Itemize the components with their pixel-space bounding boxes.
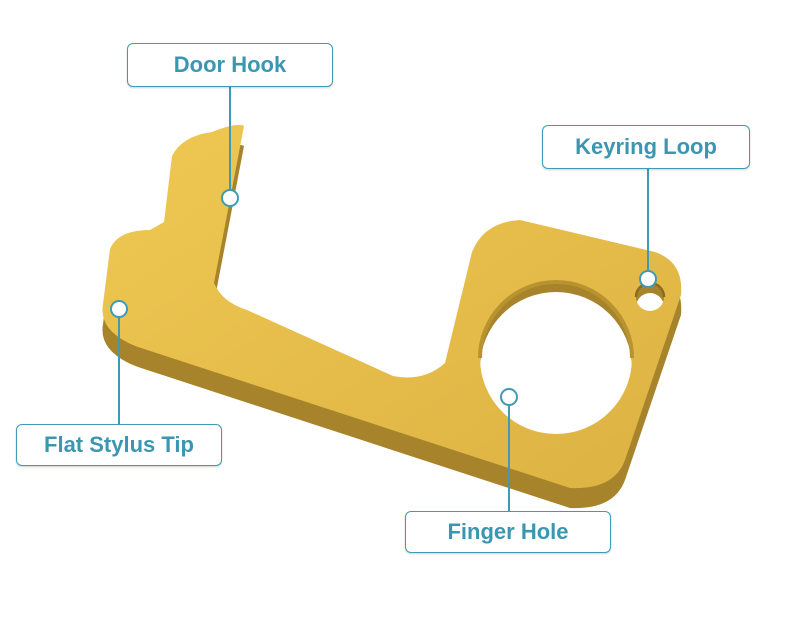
marker-keyring-loop — [639, 270, 657, 288]
finger-hole-inner-edge — [478, 280, 634, 359]
tool-face — [102, 124, 682, 489]
label-keyring-loop: Keyring Loop — [542, 125, 750, 169]
label-door-hook: Door Hook — [127, 43, 333, 87]
marker-flat-stylus-tip — [110, 300, 128, 318]
marker-finger-hole — [500, 388, 518, 406]
marker-door-hook — [221, 189, 239, 207]
leader-lines — [118, 87, 649, 511]
markers — [110, 189, 657, 406]
label-finger-hole: Finger Hole — [405, 511, 611, 553]
label-flat-stylus-tip: Flat Stylus Tip — [16, 424, 222, 466]
